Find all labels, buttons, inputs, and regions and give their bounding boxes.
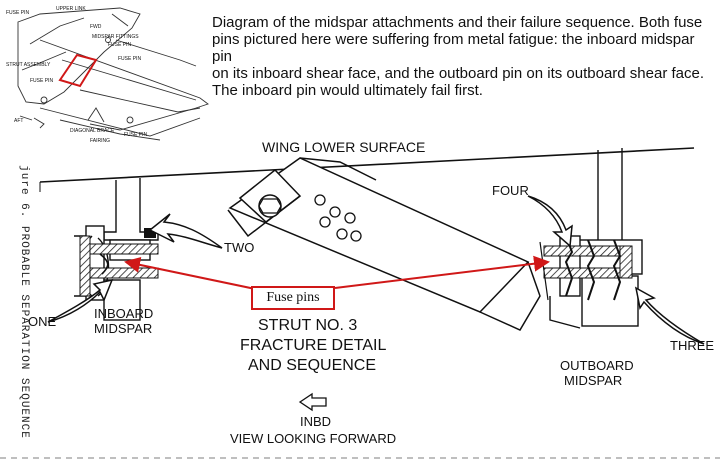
inboard-fuse-pin-lower [89, 267, 159, 279]
view-label: VIEW LOOKING FORWARD [230, 431, 397, 446]
title-line-3: AND SEQUENCE [248, 357, 377, 374]
figure-caption: Diagram of the midspar attachments and t… [212, 14, 712, 99]
caption-line: Diagram of the midspar attachments and t… [212, 14, 703, 31]
arrow-three [634, 286, 705, 345]
inbd-arrow-icon [298, 392, 327, 412]
inset-label: FWD [90, 24, 102, 30]
callout-arrow-outboard [334, 255, 550, 289]
strut-holes [314, 194, 362, 242]
inset-label: FUSE PIN [124, 132, 148, 138]
strut-bolt [258, 194, 282, 218]
caption-line: pins pictured here were suffering from m… [212, 31, 695, 65]
caption-line: The inboard pin would ultimately fail fi… [212, 82, 483, 99]
wing-lower-surface-label: WING LOWER SURFACE [262, 139, 426, 155]
inboard-midspar-label-line1: INBOARD [94, 306, 154, 321]
inset-assembly-drawing [17, 7, 209, 141]
inset-label: FUSE PIN [30, 78, 54, 84]
figure-side-label: jure 6. PROBABLE SEPARATION SEQUENCE [18, 165, 30, 439]
inset-label: MIDSPAR FITTINGS [92, 34, 139, 40]
arrow-one [47, 278, 114, 323]
sequence-arrows [47, 195, 705, 345]
inset-label: FAIRING [90, 138, 111, 144]
outboard-fuse-pin-upper [543, 245, 629, 257]
inboard-midspar-label-line2: MIDSPAR [94, 321, 153, 336]
outboard-midspar-label-line1: OUTBOARD [560, 358, 634, 373]
inbd-label: INBD [300, 414, 332, 429]
inset-highlight-box [58, 53, 98, 88]
title-line-2: FRACTURE DETAIL [240, 337, 387, 354]
inset-label: AFT [14, 118, 24, 124]
sequence-label-one: ONE [28, 314, 57, 329]
arrow-two [148, 213, 223, 249]
inboard-black-block [144, 228, 156, 238]
title-line-1: STRUT NO. 3 [258, 317, 358, 334]
inset-label: FUSE PIN [108, 42, 132, 48]
inset-label: FUSE PIN [6, 10, 30, 16]
sequence-label-four: FOUR [492, 183, 529, 198]
inset-label: FUSE PIN [118, 56, 142, 62]
callout-arrow-inboard [124, 257, 261, 291]
sequence-label-two: TWO [224, 240, 255, 255]
inset-label: DIAGONAL BRACE [70, 128, 115, 134]
sequence-label-three: THREE [670, 338, 715, 353]
arrow-four [527, 195, 573, 248]
caption-line: on its inboard shear face, and the outbo… [212, 65, 704, 82]
inboard-fuse-pin-upper [89, 243, 159, 255]
fuse-pins-callout: Fuse pins [251, 286, 335, 310]
inset-label: STRUT ASSEMBLY [6, 62, 51, 68]
outboard-midspar-label-line2: MIDSPAR [564, 373, 623, 388]
wing-lower-surface-line [39, 147, 695, 183]
inset-label: UPPER LINK [56, 6, 86, 12]
